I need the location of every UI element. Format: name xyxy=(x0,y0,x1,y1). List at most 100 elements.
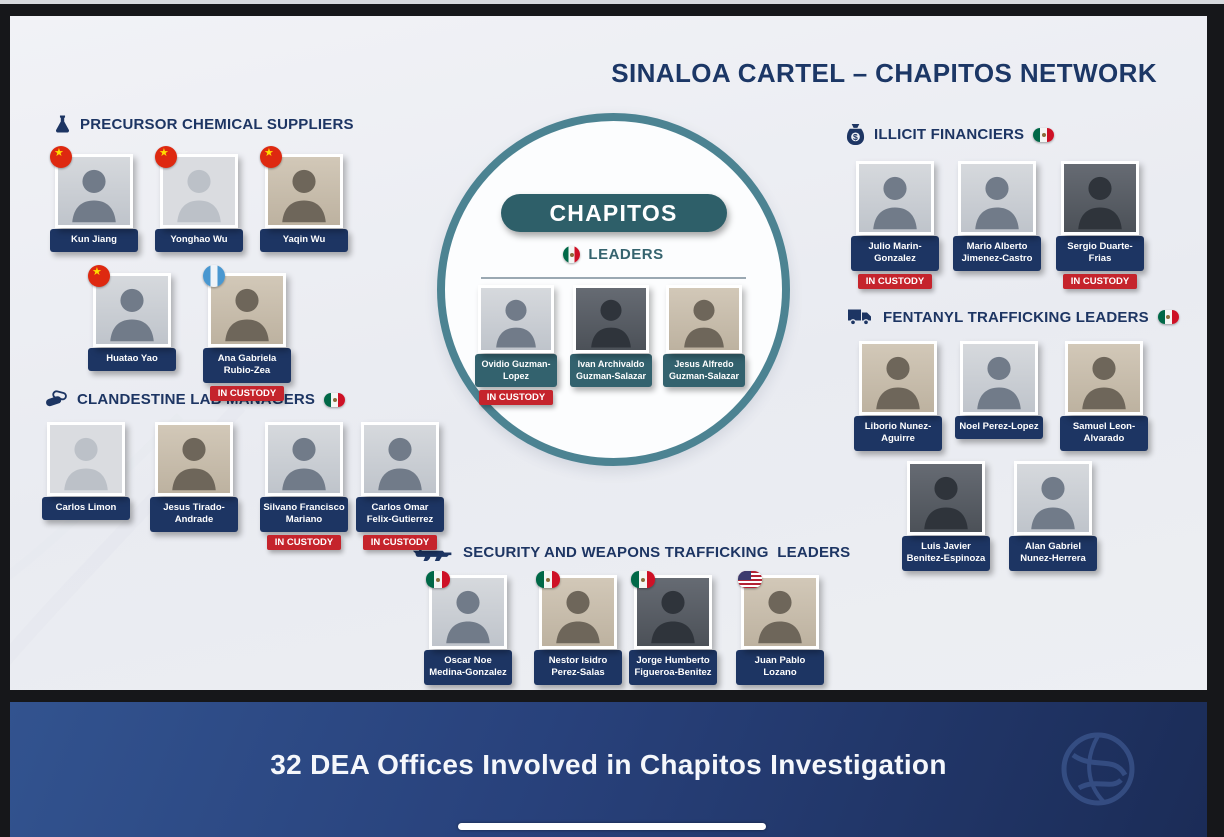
person-card: Carlos Limon xyxy=(42,422,130,520)
section-label: PRECURSOR CHEMICAL SUPPLIERS xyxy=(80,115,354,133)
person-card: Jesus Alfredo Guzman-Salazar xyxy=(663,285,745,388)
person-photo xyxy=(741,575,819,649)
person-photo xyxy=(539,575,617,649)
custody-badge: IN CUSTODY xyxy=(1063,273,1137,289)
person-photo xyxy=(859,341,937,415)
person-photo xyxy=(155,422,233,496)
person-name-plate: Liborio Nunez-Aguirre xyxy=(854,416,942,451)
org-chart-slide: SINALOA CARTEL – CHAPITOS NETWORK PRECUR… xyxy=(10,16,1207,690)
person-card: Yonghao Wu xyxy=(155,146,243,252)
section-label: SECURITY AND WEAPONS TRAFFICKING LEADERS xyxy=(463,544,851,561)
person-photo xyxy=(958,161,1036,235)
person-card: Jorge Humberto Figueroa-Benitez xyxy=(629,571,717,685)
person-name-plate: Nestor Isidro Perez-Salas xyxy=(534,650,622,685)
person-card: Ivan Archivaldo Guzman-Salazar xyxy=(570,285,652,388)
person-card: Noel Perez-Lopez xyxy=(955,341,1043,439)
person-card: Sergio Duarte-Frias IN CUSTODY xyxy=(1056,161,1144,289)
person-name-plate: Silvano Francisco Mariano xyxy=(260,497,348,532)
person-photo xyxy=(1061,161,1139,235)
section-label: FENTANYL TRAFFICKING LEADERS xyxy=(883,308,1149,326)
money-bag-icon: $ xyxy=(846,124,865,145)
person-card: Kun Jiang xyxy=(50,146,138,252)
person-name-plate: Noel Perez-Lopez xyxy=(955,416,1043,439)
custody-badge: IN CUSTODY xyxy=(858,273,932,289)
mexico-flag-icon xyxy=(426,571,450,593)
person-card: Silvano Francisco Mariano IN CUSTODY xyxy=(260,422,348,550)
china-flag-icon xyxy=(260,146,282,173)
mexico-flag-icon xyxy=(1033,127,1055,142)
truck-icon xyxy=(848,308,874,326)
chapitos-circle: CHAPITOS LEADERS Ovidio Guzman-Lopez IN … xyxy=(437,113,790,466)
page-title: SINALOA CARTEL – CHAPITOS NETWORK xyxy=(611,58,1157,88)
mexico-flag-icon xyxy=(1157,310,1179,324)
svg-text:$: $ xyxy=(853,132,858,142)
person-photo xyxy=(265,154,343,228)
person-name-plate: Jesus Tirado-Andrade xyxy=(150,497,238,532)
progress-bar[interactable] xyxy=(458,823,766,830)
person-name-plate: Oscar Noe Medina-Gonzalez xyxy=(424,650,512,685)
person-name-plate: Juan Pablo Lozano xyxy=(736,650,824,685)
person-card: Luis Javier Benitez-Espinoza xyxy=(902,461,990,571)
person-name-plate: Huatao Yao xyxy=(88,348,176,371)
person-name-plate: Carlos Limon xyxy=(42,497,130,520)
person-card: Ovidio Guzman-Lopez IN CUSTODY xyxy=(475,285,557,406)
section-header-precursor: PRECURSOR CHEMICAL SUPPLIERS xyxy=(54,114,354,134)
person-photo xyxy=(429,575,507,649)
usa-flag-icon xyxy=(738,571,762,593)
person-name-plate: Yonghao Wu xyxy=(155,229,243,252)
person-name-plate: Carlos Omar Felix-Gutierrez xyxy=(356,497,444,532)
chapitos-pill: CHAPITOS xyxy=(500,194,727,232)
rifle-icon xyxy=(412,544,454,561)
person-card: Jesus Tirado-Andrade xyxy=(150,422,238,532)
person-photo xyxy=(666,285,742,353)
mexico-flag-icon xyxy=(324,392,346,407)
person-photo xyxy=(265,422,343,496)
person-photo xyxy=(573,285,649,353)
person-card: Juan Pablo Lozano xyxy=(736,571,824,685)
person-photo xyxy=(856,161,934,235)
person-name-plate: Yaqin Wu xyxy=(260,229,348,252)
person-name-plate: Kun Jiang xyxy=(50,229,138,252)
section-header-lab-managers: CLANDESTINE LAB MANAGERS xyxy=(44,390,346,409)
person-photo xyxy=(907,461,985,535)
person-card: Carlos Omar Felix-Gutierrez IN CUSTODY xyxy=(356,422,444,550)
person-card: Oscar Noe Medina-Gonzalez xyxy=(424,571,512,685)
person-card: Julio Marin-Gonzalez IN CUSTODY xyxy=(851,161,939,289)
person-photo xyxy=(93,273,171,347)
person-card: Liborio Nunez-Aguirre xyxy=(854,341,942,451)
person-photo xyxy=(1065,341,1143,415)
person-card: Ana Gabriela Rubio-Zea IN CUSTODY xyxy=(203,265,291,401)
person-photo xyxy=(361,422,439,496)
person-card: Huatao Yao xyxy=(88,265,176,371)
person-card: Yaqin Wu xyxy=(260,146,348,252)
person-name-plate: Ana Gabriela Rubio-Zea xyxy=(203,348,291,383)
person-card: Mario Alberto Jimenez-Castro xyxy=(953,161,1041,271)
china-flag-icon xyxy=(50,146,72,173)
mexico-flag-icon xyxy=(563,246,581,263)
person-photo xyxy=(160,154,238,228)
flask-icon xyxy=(54,114,71,134)
person-name-plate: Jesus Alfredo Guzman-Salazar xyxy=(663,354,745,388)
banner-title: 32 DEA Offices Involved in Chapitos Inve… xyxy=(270,749,947,780)
section-header-security: SECURITY AND WEAPONS TRAFFICKING LEADERS xyxy=(412,544,850,561)
dea-globe-logo xyxy=(1061,732,1135,806)
person-photo xyxy=(47,422,125,496)
person-photo xyxy=(478,285,554,353)
person-name-plate: Sergio Duarte-Frias xyxy=(1056,236,1144,271)
custody-badge: IN CUSTODY xyxy=(267,534,341,550)
person-photo xyxy=(55,154,133,228)
letterbox-strip xyxy=(0,0,1224,4)
person-name-plate: Mario Alberto Jimenez-Castro xyxy=(953,236,1041,271)
mexico-flag-icon xyxy=(536,571,560,593)
person-card: Nestor Isidro Perez-Salas xyxy=(534,571,622,685)
china-flag-icon xyxy=(155,146,177,173)
custody-badge: IN CUSTODY xyxy=(210,385,284,401)
person-card: Samuel Leon-Alvarado xyxy=(1060,341,1148,451)
china-flag-icon xyxy=(88,265,110,292)
person-name-plate: Ovidio Guzman-Lopez xyxy=(475,354,557,388)
pills-icon xyxy=(44,390,68,409)
person-photo xyxy=(960,341,1038,415)
person-photo xyxy=(208,273,286,347)
custody-badge: IN CUSTODY xyxy=(479,390,553,406)
person-name-plate: Samuel Leon-Alvarado xyxy=(1060,416,1148,451)
